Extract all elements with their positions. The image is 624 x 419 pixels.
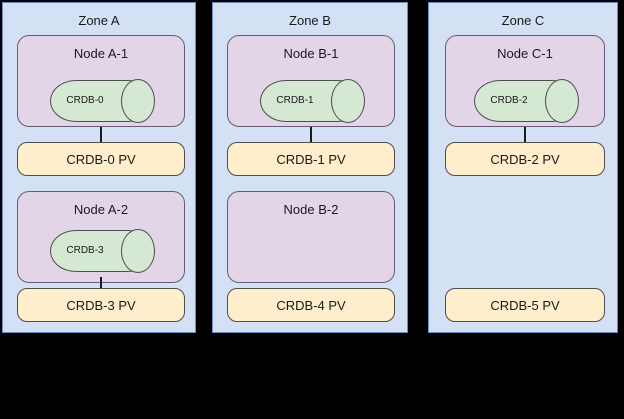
pod-to-pv-connector [100, 127, 102, 144]
node-label: Node A-2 [73, 202, 129, 217]
pod-cylinder-crdb-0[interactable]: CRDB-0 [50, 79, 155, 123]
pod-cylinder-crdb-1[interactable]: CRDB-1 [260, 79, 365, 123]
zone-title-zone-c: Zone C [501, 13, 545, 28]
pod-cylinder-cap [545, 79, 579, 123]
node-box-node-b-2[interactable]: Node B-2 [227, 191, 395, 283]
zone-title-zone-b: Zone B [289, 13, 331, 28]
zone-title-zone-a: Zone A [78, 13, 120, 28]
node-label: Node C-1 [497, 46, 553, 61]
node-label: Node B-2 [283, 202, 339, 217]
pv-label: CRDB-4 PV [276, 297, 346, 313]
pod-cylinder-crdb-2[interactable]: CRDB-2 [474, 79, 579, 123]
pod-cylinder-cap [331, 79, 365, 123]
pod-to-pv-connector [310, 127, 312, 144]
pv-box-crdb-0-pv[interactable]: CRDB-0 PV [17, 142, 185, 176]
pod-label: CRDB-2 [490, 95, 528, 106]
pv-label: CRDB-5 PV [490, 297, 560, 313]
node-label: Node A-1 [73, 46, 129, 61]
pv-box-crdb-2-pv[interactable]: CRDB-2 PV [445, 142, 605, 176]
pv-box-crdb-5-pv[interactable]: CRDB-5 PV [445, 288, 605, 322]
pod-label: CRDB-0 [66, 95, 104, 106]
pv-label: CRDB-3 PV [66, 297, 136, 313]
pv-label: CRDB-2 PV [490, 151, 560, 167]
pod-cylinder-cap [121, 79, 155, 123]
pod-cylinder-crdb-3[interactable]: CRDB-3 [50, 229, 155, 273]
pod-to-pv-connector [524, 127, 526, 144]
pv-label: CRDB-0 PV [66, 151, 136, 167]
pod-cylinder-cap [121, 229, 155, 273]
pod-label: CRDB-3 [66, 245, 104, 256]
node-label: Node B-1 [283, 46, 339, 61]
pv-box-crdb-3-pv[interactable]: CRDB-3 PV [17, 288, 185, 322]
pod-label: CRDB-1 [276, 95, 314, 106]
pod-to-pv-connector [100, 277, 102, 294]
pv-label: CRDB-1 PV [276, 151, 346, 167]
pv-box-crdb-4-pv[interactable]: CRDB-4 PV [227, 288, 395, 322]
pv-box-crdb-1-pv[interactable]: CRDB-1 PV [227, 142, 395, 176]
